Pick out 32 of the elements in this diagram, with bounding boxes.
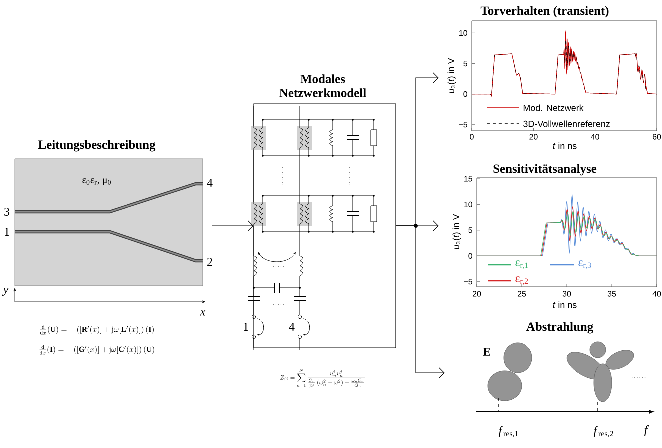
chart-title: Abstrahlung bbox=[526, 322, 594, 334]
port-number: 1 bbox=[244, 323, 248, 331]
equation: $Z_{ij}=\sum_{n=1}^{N}\frac{u_n^i v_n^j}{\frac{C_n}{\mathrm{j}\omega}\left(\omega_n^2-\omega^2\right)+\frac{\omega_n C_n}{Q_n}}$ bbox=[280, 369, 366, 388]
axis-label: f bbox=[644, 426, 650, 436]
frequency-label: f$_{res,1}$ bbox=[498, 426, 518, 438]
material-label: ε$_{0}$ε$_{r}$, μ$_{0}$ bbox=[82, 178, 111, 186]
port-number: 4 bbox=[289, 323, 295, 331]
port-number: 4 bbox=[207, 179, 213, 187]
axis-label: x bbox=[200, 310, 206, 316]
port-number: 1 bbox=[5, 228, 10, 236]
axis-label: u$_{3}$(t) in V bbox=[452, 214, 462, 250]
arrow bbox=[212, 220, 254, 232]
field-symbol: E bbox=[483, 348, 490, 356]
chart-title: Torverhalten (transient) bbox=[480, 6, 609, 18]
legend-item: ε$_{r,3}$ bbox=[550, 260, 592, 270]
panel-title: Leitungsbeschreibung bbox=[38, 140, 156, 152]
panel-title: Modales Netzwerkmodell bbox=[280, 74, 366, 98]
equation: $\frac{\mathrm{d}}{\mathrm{d}x}(\mathbf{I})=-\left([\mathbf{G}'(x)]+\mathrm{j}\omega[\mathbf{C}'(x)]\right)(\mathbf{U})$ bbox=[40, 345, 154, 355]
port-number: 2 bbox=[208, 258, 212, 266]
axis-label: t in ns bbox=[553, 302, 577, 308]
legend-item: 3D-Vollwellenreferenz bbox=[486, 120, 610, 128]
axis-label: u$_{3}$(t) in V bbox=[448, 58, 456, 94]
axis-label: y bbox=[2, 288, 9, 296]
arrow bbox=[396, 226, 445, 378]
chart-title: Sensitivitätsanalyse bbox=[494, 164, 597, 176]
port-number: 3 bbox=[4, 208, 10, 216]
legend-item: ε$_{r,2}$ bbox=[488, 276, 528, 286]
frequency-label: f$_{res,2}$ bbox=[594, 426, 614, 438]
legend-item: Mod. Netzwerk bbox=[486, 104, 584, 112]
legend-item: ε$_{r,1}$ bbox=[488, 260, 528, 270]
equation: $\frac{\mathrm{d}}{\mathrm{d}x}(\mathbf{U})=-\left([\mathbf{R}'(x)]+\mathrm{j}\omega[\mathbf{L}'(x)]\right)(\mathbf{I})$ bbox=[40, 325, 154, 335]
axis-label: t in ns bbox=[553, 142, 577, 150]
